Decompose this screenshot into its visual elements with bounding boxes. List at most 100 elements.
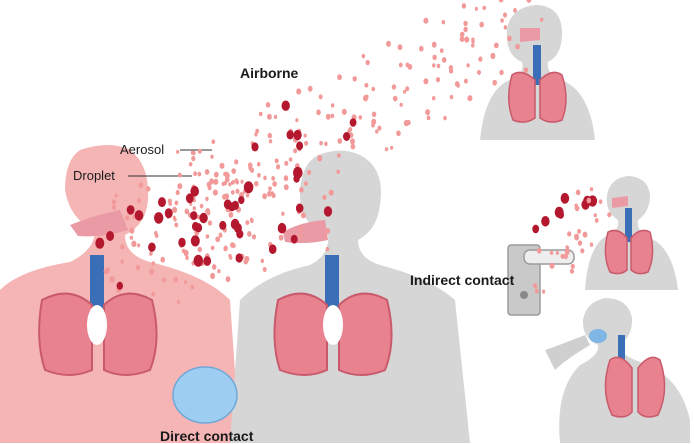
aerosol-particle [205,234,210,239]
aerosol-particle [173,276,178,283]
aerosol-particle [560,253,565,259]
droplet-particle [233,223,242,233]
droplet-particle [560,192,570,204]
droplet-label: Droplet [73,168,115,183]
aerosol-particle [324,234,328,240]
aerosol-particle [577,228,582,234]
droplet-particle [286,130,294,140]
aerosol-particle [330,103,335,108]
droplet-particle [190,211,198,221]
droplet-particle [190,235,200,247]
aerosol-particle [218,232,223,238]
aerosol-particle [137,198,142,204]
healthy-person-center [230,150,470,443]
aerosol-particle [219,162,225,169]
aerosol-particle [177,183,183,190]
aerosol-particle [500,18,504,23]
aerosol-particle [594,218,599,223]
aerosol-particle [125,215,130,221]
aerosol-particle [176,149,180,154]
aerosol-particle [276,164,281,170]
aerosol-particle [263,175,267,181]
aerosol-particle [580,248,585,254]
aerosol-particle [265,102,271,108]
aerosol-particle [199,203,204,209]
aerosol-particle [482,5,487,11]
droplet-particle [148,242,156,252]
aerosol-particle [188,162,193,167]
aerosol-particle [230,190,235,195]
aerosol-particle [224,176,230,183]
droplet-particle [532,224,540,234]
aerosol-particle [114,193,118,198]
aerosol-particle [223,171,227,177]
aerosol-particle [207,220,212,226]
aerosol-particle [337,153,341,158]
aerosol-particle [109,276,115,283]
aerosol-particle [593,213,597,218]
aerosol-particle [284,160,289,166]
aerosol-particle [316,109,321,116]
droplet-particle [185,193,194,204]
aerosol-particle [283,184,289,191]
aerosol-particle [441,57,447,63]
aerosol-particle [172,215,176,220]
aerosol-particle [549,262,555,269]
aerosol-particle [464,36,470,43]
aerosol-particle [466,63,470,68]
aerosol-particle [160,256,165,263]
aerosol-particle [564,248,570,256]
aerosol-particle [228,253,232,258]
droplet-particle [268,244,277,254]
aerosol-particle [270,191,274,196]
direct-contact-label: Direct contact [160,428,254,444]
aerosol-particle [569,268,575,274]
door-handle-icon [507,244,575,316]
aerosol-particle [474,6,478,11]
droplet-particle [557,210,564,219]
aerosol-particle [563,253,568,260]
aerosol-particle [319,141,323,146]
aerosol-particle [231,243,236,249]
aerosol-particle [204,169,210,175]
aerosol-particle [149,268,154,275]
aerosol-particle [432,96,436,101]
aerosol-particle [425,109,430,116]
aerosol-particle [249,217,254,222]
aerosol-particle [405,62,410,68]
aerosol-particle [205,196,209,202]
aerosol-particle [361,53,366,59]
aerosol-particle [245,193,250,198]
aerosol-particle [231,180,235,185]
aerosol-particle [325,113,331,120]
aerosol-particle [454,81,460,87]
aerosol-particle [105,267,111,274]
aerosol-particle [371,86,376,92]
aerosol-particle [129,227,135,234]
aerosol-particle [336,169,341,174]
droplet-particle [290,234,298,244]
aerosol-particle [441,20,446,25]
aerosol-particle [463,26,468,33]
healthy-person-mid-right [585,176,678,290]
droplet-particle [116,281,124,290]
aerosol-particle [190,285,195,290]
aerosol-particle [210,245,215,251]
aerosol-particle [288,157,293,162]
aerosol-particle [375,129,379,134]
aerosol-particle [586,197,592,204]
aerosol-particle [396,130,401,137]
direct-contact-ball [172,366,238,424]
aerosol-particle [589,187,594,192]
aerosol-particle [364,82,369,88]
aerosol-particle [341,108,347,115]
aerosol-particle [582,231,588,238]
aerosol-particle [211,139,216,144]
aerosol-particle [299,186,304,193]
aerosol-particle [223,246,228,252]
droplet-particle [203,256,212,266]
trachea-icon [90,255,104,315]
droplet-particle [164,208,173,219]
aerosol-particle [405,86,410,92]
aerosol-particle [459,36,465,42]
